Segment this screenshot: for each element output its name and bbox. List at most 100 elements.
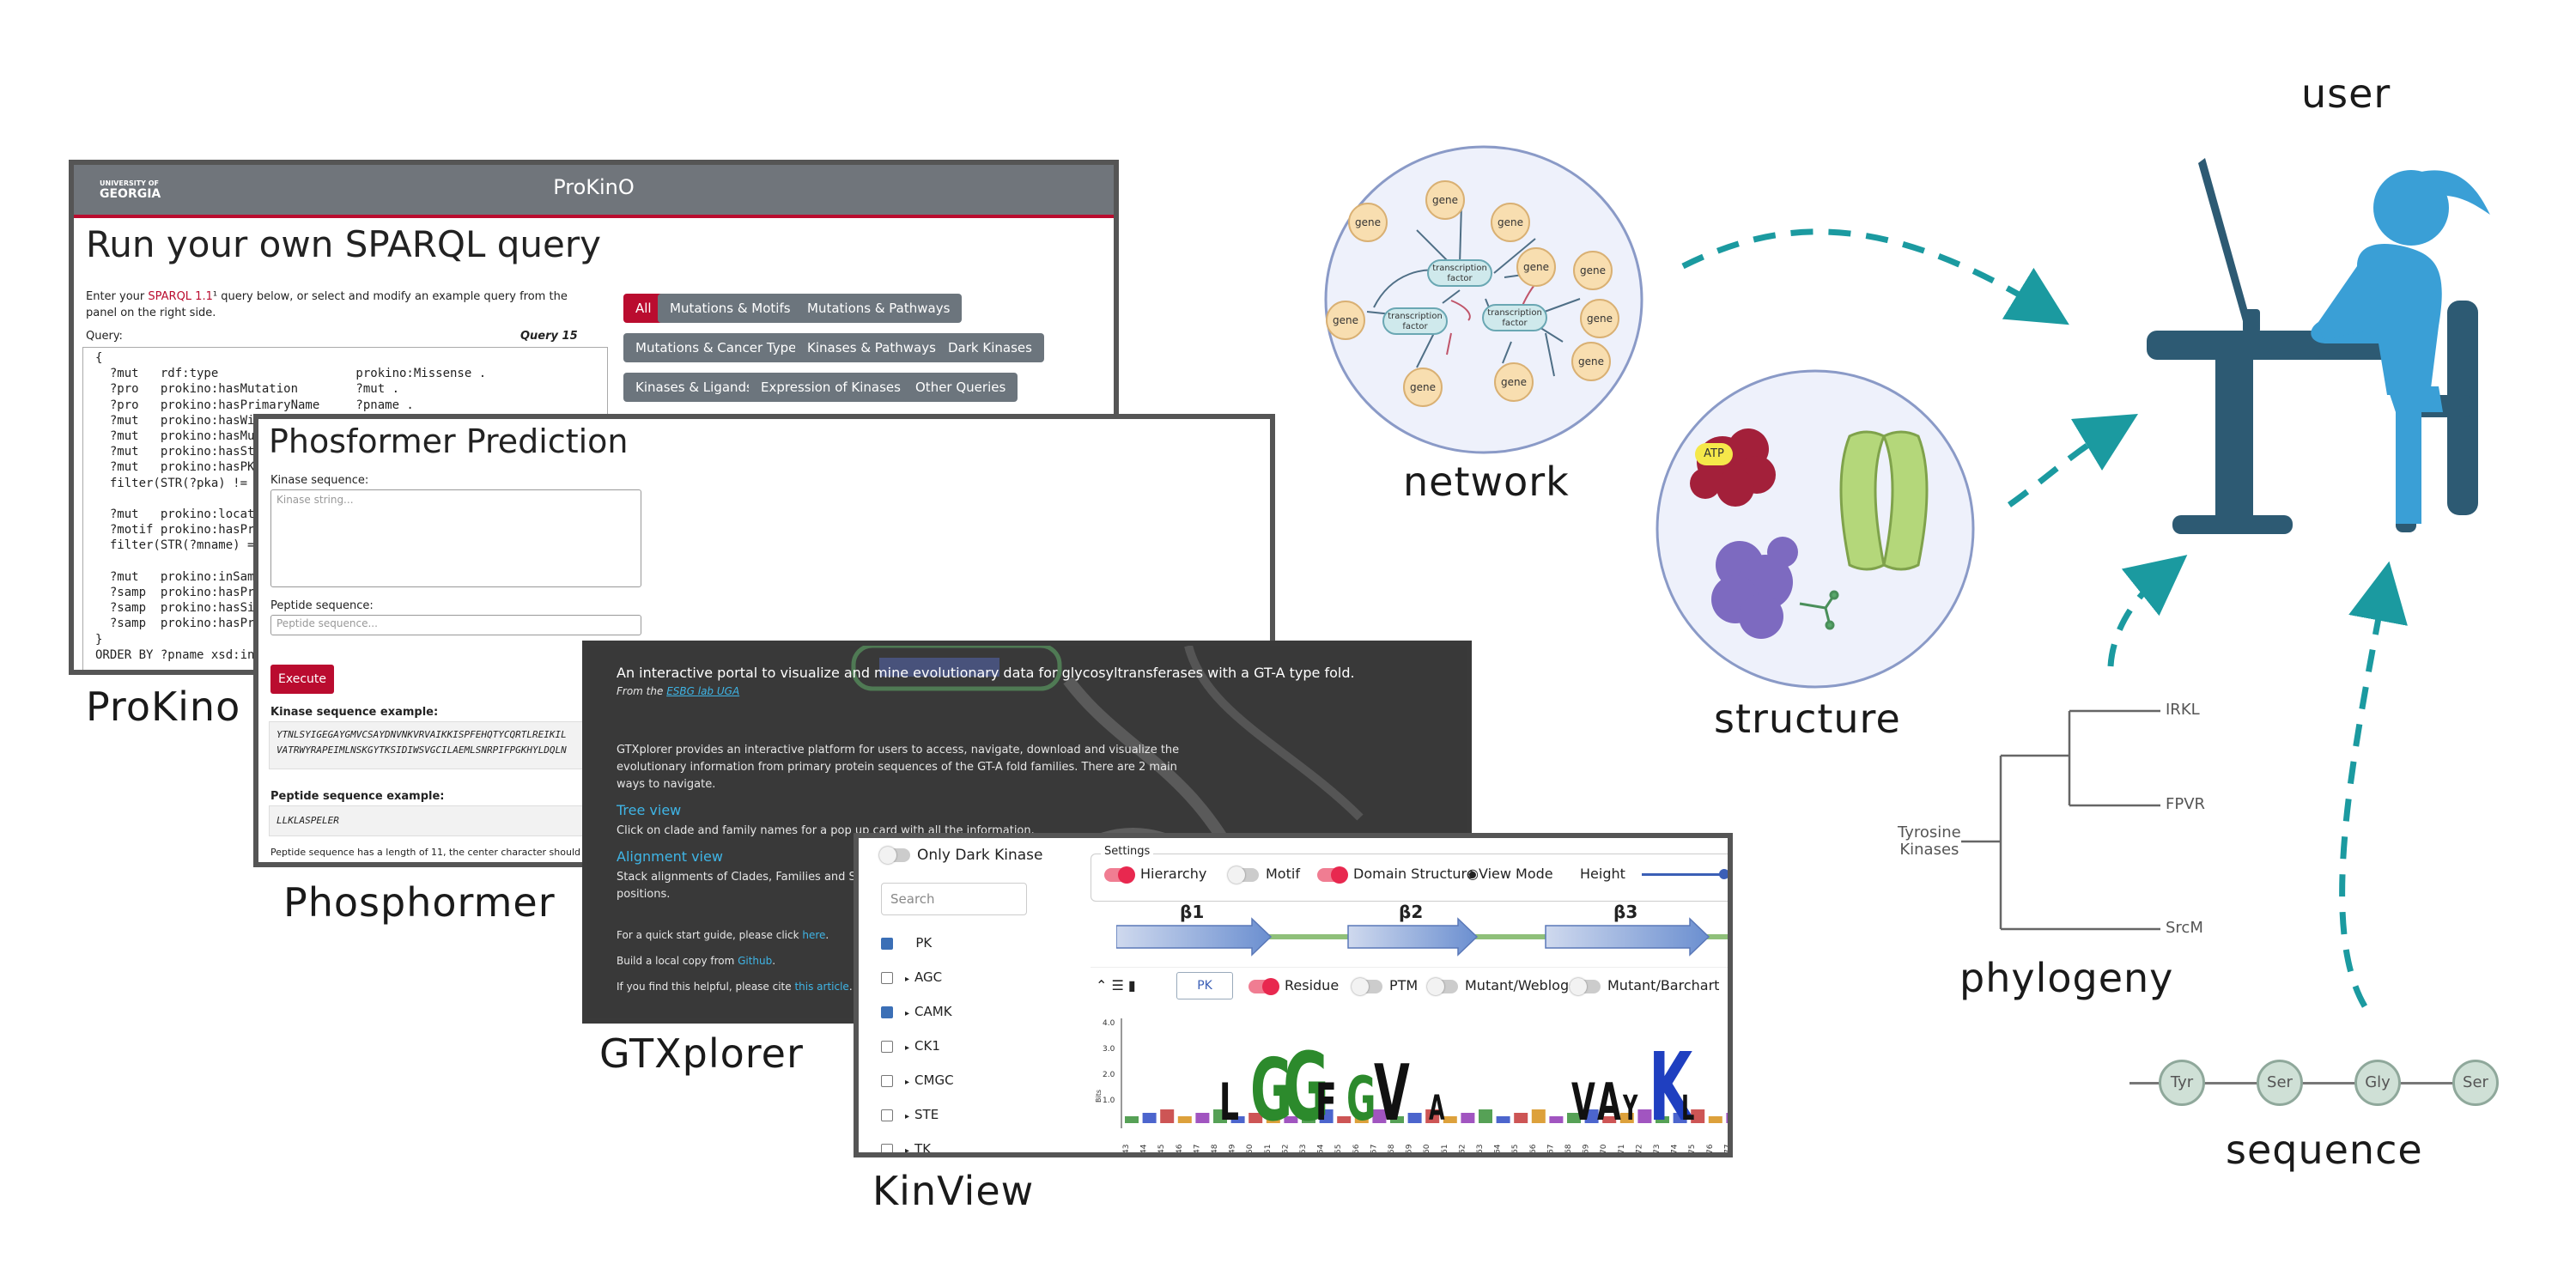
kinase-group-checkbox[interactable] (881, 1040, 893, 1053)
query-category-chip[interactable]: Kinases & Pathways (795, 333, 948, 362)
kinase-group-item[interactable]: ▸ AGC (881, 969, 942, 986)
settings-panel (1091, 854, 1728, 902)
tree-leaf-irkl: IRKL (2166, 701, 2200, 719)
logo-y-label: Bits (1095, 1090, 1103, 1103)
label-structure: structure (1714, 696, 1901, 742)
kinase-group-item[interactable]: ▸CMGC (881, 1072, 954, 1089)
article-link[interactable]: this article (794, 981, 849, 993)
only-dark-switch[interactable] (879, 847, 910, 864)
logo-letter: G (1250, 1041, 1292, 1140)
query-category-chip[interactable]: All (623, 294, 664, 323)
kinase-group-item[interactable]: ▸CAMK (881, 1003, 952, 1020)
query-category-chip[interactable]: Mutations & Motifs (658, 294, 803, 323)
logo-residue-stack (1549, 1116, 1564, 1123)
query-code-line: ?mut prokino:hasWild (95, 413, 270, 428)
label-network: network (1403, 459, 1570, 505)
logo-residue-stack (1177, 1116, 1192, 1123)
logo-residue-stack (1319, 1109, 1334, 1123)
kinase-group-item[interactable]: ▸CK1 (881, 1037, 940, 1054)
logo-position-tick: 76 (1706, 1144, 1715, 1154)
kinase-group-checkbox[interactable] (881, 1074, 893, 1087)
expand-caret-icon[interactable]: ▸ (905, 1009, 910, 1018)
domain-structure-toggle[interactable]: Domain Structure (1317, 866, 1475, 884)
expand-caret-icon[interactable]: ▸ (905, 1112, 910, 1121)
logo-position-tick: 54 (1317, 1144, 1326, 1154)
logo-residue-stack (1249, 1113, 1263, 1123)
beta-strand-arrow[interactable] (1545, 917, 1710, 957)
query-category-chip[interactable]: Mutations & Pathways (795, 294, 963, 323)
logo-residue-stack (1567, 1113, 1581, 1123)
kinase-group-checkbox[interactable] (881, 937, 893, 950)
amino-acid-residue: Ser (2452, 1060, 2499, 1106)
peptide-seq-label: Peptide sequence: (270, 599, 374, 612)
label-gtxplorer: GTXplorer (599, 1030, 804, 1077)
hierarchy-toggle[interactable]: Hierarchy (1104, 866, 1206, 884)
query-code-line: ?pro prokino:hasPrimaryName ?pname . (95, 398, 414, 412)
pk-tag[interactable]: PK (1176, 972, 1233, 999)
only-dark-toggle[interactable]: Only Dark Kinase (879, 847, 1042, 864)
alignment-text-1: Stack alignments of Clades, Families and… (617, 871, 902, 884)
gtx-guide: For a quick start guide, please click he… (617, 929, 829, 941)
label-user: user (2301, 70, 2391, 117)
gtx-headline: An interactive portal to visualize and m… (617, 665, 1355, 681)
gene-node: gene (1326, 301, 1365, 340)
height-slider-thumb[interactable] (1719, 869, 1728, 879)
logo-position-tick: 60 (1423, 1144, 1431, 1154)
expand-caret-icon[interactable]: ▸ (905, 975, 910, 984)
kinase-protein-icon (1690, 428, 1776, 507)
gene-node: gene (1494, 362, 1534, 402)
alignment-view-link[interactable]: Alignment view (617, 848, 723, 865)
query-category-chip[interactable]: Mutations & Cancer Types (623, 333, 816, 362)
residue-toggle[interactable]: Residue (1249, 977, 1339, 995)
motif-toggle[interactable]: Motif (1228, 866, 1300, 884)
kinase-group-label: TK (914, 1141, 932, 1157)
kinase-group-checkbox[interactable] (881, 1109, 893, 1121)
logo-position-tick: 74 (1671, 1144, 1680, 1154)
query-code-line: ?mut prokino:hasMutat (95, 429, 276, 443)
expand-caret-icon[interactable]: ▸ (905, 1146, 910, 1156)
kinase-group-checkbox[interactable] (881, 971, 893, 984)
network-circle (1324, 145, 1643, 454)
prokino-heading: Run your own SPARQL query (86, 223, 601, 265)
kinase-group-checkbox[interactable] (881, 1005, 893, 1018)
beta-strand-arrow[interactable] (1116, 917, 1273, 957)
logo-y-tick: 3.0 (1103, 1045, 1115, 1054)
query-category-chip[interactable]: Kinases & Ligands (623, 373, 765, 402)
mutant-weblogo-toggle[interactable]: Mutant/Weblogo (1427, 977, 1577, 995)
kinase-group-label: AGC (914, 969, 943, 985)
query-category-chip[interactable]: Other Queries (903, 373, 1018, 402)
kinase-group-checkbox[interactable] (881, 1143, 893, 1152)
logo-position-tick: 75 (1688, 1145, 1697, 1154)
logo-position-tick: 59 (1406, 1144, 1414, 1154)
query-category-chip[interactable]: Dark Kinases (936, 333, 1044, 362)
label-prokino: ProKino (86, 683, 241, 730)
logo-position-tick: 50 (1246, 1144, 1255, 1154)
query-editor[interactable]: { ?mut rdf:type prokino:Missense . ?pro … (82, 347, 608, 670)
kinase-search-input[interactable]: Search (881, 883, 1027, 915)
beta-strand-arrow[interactable] (1347, 917, 1479, 957)
github-link[interactable]: Github (738, 955, 773, 967)
kinase-seq-input[interactable]: Kinase string... (270, 489, 641, 587)
ptm-toggle[interactable]: PTM (1352, 977, 1418, 995)
logo-residue-stack (1142, 1113, 1157, 1123)
height-slider[interactable] (1642, 869, 1728, 879)
view-mode-toggle[interactable]: ◉View Mode (1467, 866, 1553, 882)
kinase-group-item[interactable]: ▸STE (881, 1106, 939, 1123)
peptide-seq-input[interactable]: Peptide sequence... (270, 615, 641, 635)
tree-view-link[interactable]: Tree view (617, 802, 682, 818)
kinase-group-item[interactable]: ▸ TK (881, 1140, 932, 1157)
expand-caret-icon[interactable]: ▸ (905, 1078, 910, 1087)
collapse-icon[interactable]: ⌃ ☰ ▮ (1096, 977, 1136, 993)
alignment-text-2: positions. (617, 888, 671, 901)
query-category-chip[interactable]: Expression of Kinases (749, 373, 913, 402)
kinase-group-item[interactable]: PK (881, 934, 932, 951)
sparql-link[interactable]: SPARQL 1.1 (148, 290, 213, 303)
execute-button[interactable]: Execute (270, 665, 334, 694)
logo-residue-stack (1726, 1113, 1728, 1123)
expand-caret-icon[interactable]: ▸ (905, 1043, 910, 1053)
esbg-link[interactable]: ESBG lab UGA (666, 685, 740, 697)
guide-link[interactable]: here (802, 929, 826, 941)
mutant-barchart-toggle[interactable]: Mutant/Barchart (1570, 977, 1719, 995)
